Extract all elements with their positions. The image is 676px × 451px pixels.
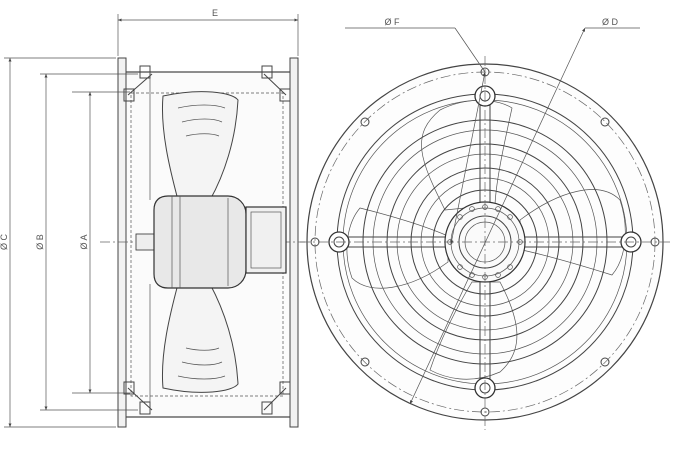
dimension-a: Ø A xyxy=(72,91,130,394)
front-view: Ø F Ø D xyxy=(300,17,670,430)
side-view: E Ø C Ø B Ø A xyxy=(0,8,305,428)
fan-blade-upper xyxy=(161,91,239,201)
flange-left xyxy=(117,57,127,428)
fan-blade-lower xyxy=(161,283,239,393)
dim-e-label: E xyxy=(212,8,218,18)
dim-d-label: Ø D xyxy=(602,17,619,27)
flange-right xyxy=(289,57,299,428)
terminal-box xyxy=(245,206,287,274)
mounting-brackets xyxy=(123,65,291,415)
dimension-e: E xyxy=(117,8,299,56)
dimension-b: Ø B xyxy=(35,73,138,411)
dim-c-label: Ø C xyxy=(0,234,9,251)
dim-b-label: Ø B xyxy=(35,234,45,250)
motor xyxy=(135,195,287,289)
dimension-c: Ø C xyxy=(0,57,116,428)
dim-a-label: Ø A xyxy=(79,234,89,249)
dim-f-label: Ø F xyxy=(385,17,401,27)
dimension-d: Ø D xyxy=(409,17,640,405)
